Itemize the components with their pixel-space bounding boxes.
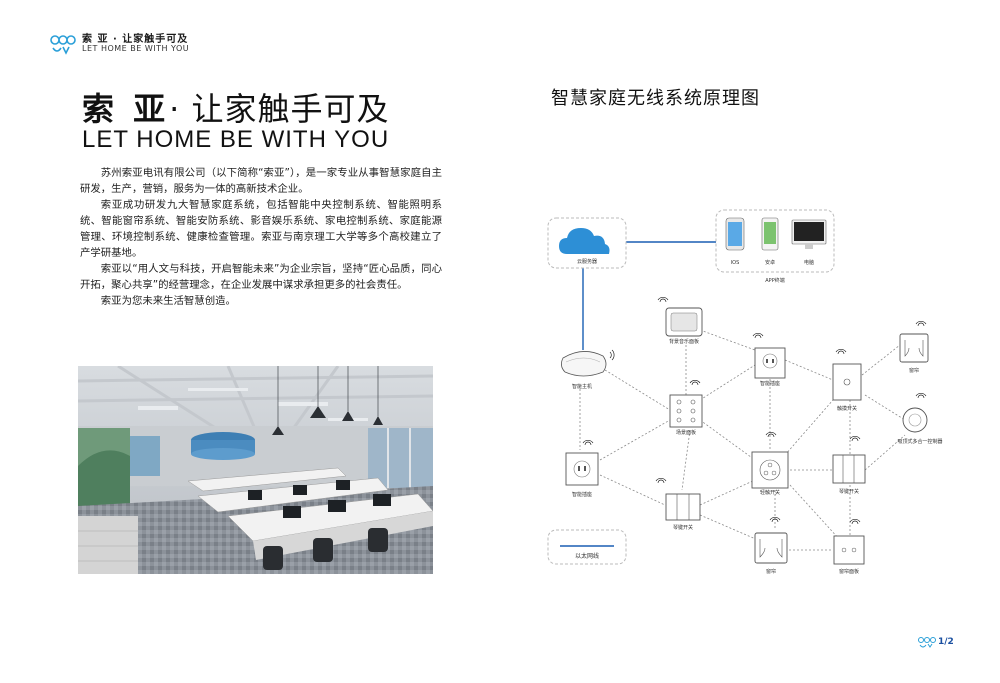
smart-plug-device bbox=[754, 347, 786, 379]
node-label-light-touch: 轻触开关 bbox=[760, 489, 780, 496]
key-switch-device-bottom bbox=[665, 493, 701, 521]
node-label-touch-switch: 触摸开关 bbox=[837, 405, 857, 412]
wireless-system-diagram: 云服务器 IOS 安卓 电脑 APP终端 智能主机 bbox=[547, 209, 943, 575]
app-terminal-label: APP终端 bbox=[765, 277, 784, 284]
page-number-text: 1/2 bbox=[938, 637, 954, 647]
intro-paragraph: 苏州索亚电讯有限公司（以下简称“索亚”），是一家专业从事智慧家庭自主研发，生产，… bbox=[80, 167, 442, 195]
soo-yar-logo-icon bbox=[50, 35, 76, 55]
wifi-icon bbox=[582, 296, 927, 525]
cloud-label: 云服务器 bbox=[577, 258, 597, 265]
phone-ios-icon bbox=[725, 217, 745, 251]
smart-host-device bbox=[561, 351, 607, 377]
scene-panel-device bbox=[669, 394, 703, 428]
soo-yar-small-logo-icon bbox=[918, 637, 936, 648]
cloud-icon bbox=[559, 228, 610, 254]
title-bold: 索 亚 bbox=[82, 90, 170, 128]
curtain-device-bottom bbox=[754, 532, 788, 564]
office-photo bbox=[78, 366, 433, 574]
node-label-curtain-top: 窗帘 bbox=[909, 367, 919, 374]
app-device-android: 安卓 bbox=[765, 259, 775, 266]
legend-ethernet: 以太网线 bbox=[575, 552, 599, 560]
diagram-title: 智慧家庭无线系统原理图 bbox=[551, 88, 760, 109]
node-label-key-switch-bottom: 琴键开关 bbox=[673, 524, 693, 531]
node-label-curtain-bottom: 窗帘 bbox=[766, 568, 776, 575]
page-title-en: LET HOME BE WITH YOU bbox=[82, 126, 390, 153]
brand-name-cn: 索 亚 · 让家触手可及 bbox=[82, 34, 189, 46]
intro-paragraph: 索亚成功研发九大智慧家庭系统，包括智能中央控制系统、智能照明系统、智能窗帘系统、… bbox=[80, 199, 442, 259]
node-label-smart-socket: 智能插座 bbox=[572, 491, 592, 498]
touch-switch-device bbox=[832, 363, 862, 401]
node-label-curtain-panel: 窗帘面板 bbox=[839, 568, 859, 575]
wireless-links bbox=[579, 329, 906, 551]
brand-slogan-en: LET HOME BE WITH YOU bbox=[82, 44, 190, 54]
curtain-panel-device bbox=[833, 535, 865, 565]
node-label-key-switch-right: 琴键开关 bbox=[839, 488, 859, 495]
smart-socket-device bbox=[565, 452, 599, 486]
page-number: 1/2 bbox=[918, 636, 954, 648]
curtain-device-top bbox=[899, 333, 929, 363]
title-rest: · 让家触手可及 bbox=[169, 90, 390, 128]
intro-paragraph: 索亚为您未来生活智慧创造。 bbox=[100, 295, 236, 307]
node-label-scene: 场景面板 bbox=[676, 429, 696, 436]
intro-paragraph: 索亚以“用人文与科技，开启智能未来”为企业宗旨，坚持“匠心品质，同心开拓，聚心共… bbox=[80, 263, 442, 291]
page-title-cn: 索 亚· 让家触手可及 bbox=[82, 84, 390, 130]
node-label-smart-plug: 智能插座 bbox=[760, 380, 780, 387]
light-touch-switch-device bbox=[751, 451, 789, 489]
music-panel-device bbox=[665, 307, 703, 337]
app-device-ios: IOS bbox=[731, 260, 740, 266]
ceiling-controller-device bbox=[902, 407, 928, 433]
node-label-music: 背景音乐面板 bbox=[669, 338, 699, 345]
node-label-host: 智能主机 bbox=[572, 383, 592, 390]
key-switch-device-right bbox=[832, 454, 866, 484]
computer-icon bbox=[791, 219, 827, 249]
node-label-ceiling: 吸顶式多合一控制器 bbox=[897, 438, 942, 445]
phone-android-icon bbox=[761, 217, 779, 251]
brand-header: 索 亚 · 让家触手可及 LET HOME BE WITH YOU bbox=[50, 33, 189, 55]
company-intro: 苏州索亚电讯有限公司（以下简称“索亚”），是一家专业从事智慧家庭自主研发，生产，… bbox=[80, 165, 442, 309]
app-device-pc: 电脑 bbox=[804, 259, 814, 266]
